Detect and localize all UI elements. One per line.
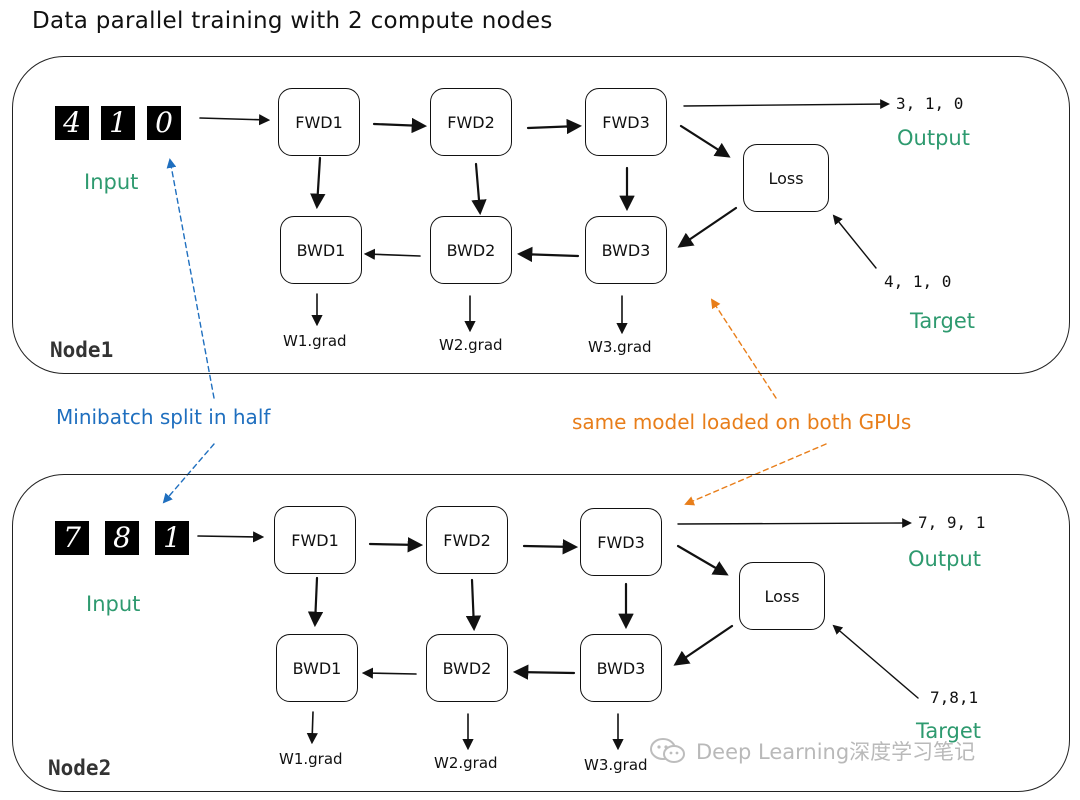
node1-w3-grad: W3.grad — [588, 338, 652, 356]
diagram-title: Data parallel training with 2 compute no… — [32, 8, 553, 34]
node2-input-to-fwd1-arrow — [197, 531, 265, 543]
node2-bwd2-to-bwd1-arrow — [361, 667, 417, 679]
node2-frame — [12, 474, 1070, 792]
node1-fwd1-to-fwd2-arrow — [372, 117, 428, 134]
node2-target-values: 7,8,1 — [930, 688, 979, 707]
node1-target-to-loss-arrow — [832, 214, 877, 269]
node1-frame — [12, 56, 1070, 374]
node2-fwd3-to-loss-arrow — [676, 544, 729, 576]
node1-fwd3-to-output-arrow — [683, 99, 890, 109]
node2-fwd3-to-output-arrow — [677, 518, 912, 528]
minibatch-to-node2-input-arrow — [162, 443, 215, 504]
node1-target-values: 4, 1, 0 — [884, 272, 952, 291]
node1-fwd2-to-fwd3-arrow — [526, 118, 583, 135]
node2-fwd2-to-fwd3-arrow — [522, 539, 579, 555]
node2-fwd1-to-fwd2-arrow — [368, 537, 424, 553]
node2-fwd2-to-bwd2-arrow — [465, 578, 482, 632]
node1-fwd1-to-bwd1-arrow — [310, 156, 326, 210]
node1-output-label: Output — [897, 126, 970, 150]
node1-target-label: Target — [910, 309, 975, 333]
node2-fwd1-to-bwd1-arrow — [307, 576, 324, 628]
node2-bwd3-box: BWD3 — [580, 634, 662, 702]
node1-fwd2-box: FWD2 — [430, 88, 512, 156]
node2-output-values: 7, 9, 1 — [918, 513, 986, 532]
node2-loss-box: Loss — [739, 562, 825, 630]
node1-bwd2-to-bwd1-arrow — [363, 248, 421, 260]
node2-bwd1-box: BWD1 — [276, 634, 358, 702]
node2-fwd2-box: FWD2 — [426, 506, 508, 574]
node2-loss-to-bwd3-arrow — [673, 624, 734, 666]
node1-loss-to-bwd3-arrow — [677, 206, 738, 248]
node1-input-digit: 1 — [101, 106, 135, 140]
node1-fwd2-to-bwd2-arrow — [471, 162, 487, 216]
node1-bwd3-box: BWD3 — [585, 216, 667, 284]
node2-fwd1-box: FWD1 — [274, 506, 356, 574]
node1-input-label: Input — [84, 170, 139, 194]
node2-target-label: Target — [916, 719, 981, 743]
minibatch-split-note: Minibatch split in half — [56, 405, 271, 429]
minibatch-to-node1-input-arrow — [166, 158, 215, 399]
node1-input-digit: 4 — [55, 106, 89, 140]
same-model-note: same model loaded on both GPUs — [572, 410, 912, 434]
node1-fwd3-box: FWD3 — [585, 88, 667, 156]
node2-bwd1-grad-arrow — [306, 711, 318, 745]
node1-w1-grad: W1.grad — [283, 332, 347, 350]
wechat-icon — [648, 736, 688, 766]
node2-w3-grad: W3.grad — [584, 756, 648, 774]
node1-bwd3-to-bwd2-arrow — [516, 246, 580, 263]
same-model-to-node1-arrow — [710, 298, 777, 399]
node1-bwd1-box: BWD1 — [280, 216, 362, 284]
node2-w2-grad: W2.grad — [434, 754, 498, 772]
node2-w1-grad: W1.grad — [279, 750, 343, 768]
node2-fwd3-box: FWD3 — [580, 508, 662, 576]
node1-bwd2-box: BWD2 — [430, 216, 512, 284]
node2-input-digit: 7 — [55, 521, 89, 555]
watermark-text: Deep Learning深度学习笔记 — [696, 740, 976, 764]
node2-bwd3-to-bwd2-arrow — [512, 664, 576, 680]
node2-bwd2-box: BWD2 — [426, 634, 508, 702]
node2-label: Node2 — [48, 756, 112, 780]
watermark: Deep Learning深度学习笔记 — [648, 736, 975, 766]
node1-fwd3-to-loss-arrow — [679, 124, 731, 158]
node2-target-to-loss-arrow — [832, 624, 919, 699]
node1-input-to-fwd1-arrow — [199, 114, 271, 126]
node1-w2-grad: W2.grad — [439, 336, 503, 354]
node1-output-values: 3, 1, 0 — [896, 94, 964, 113]
node1-fwd1-box: FWD1 — [278, 88, 360, 156]
node2-output-label: Output — [908, 547, 981, 571]
node2-input-label: Input — [86, 592, 141, 616]
node2-input-digit: 8 — [105, 521, 139, 555]
node1-loss-box: Loss — [743, 144, 829, 212]
node1-label: Node1 — [50, 338, 114, 362]
node2-input-digit: 1 — [155, 521, 189, 555]
node1-input-digit: 0 — [147, 106, 181, 140]
